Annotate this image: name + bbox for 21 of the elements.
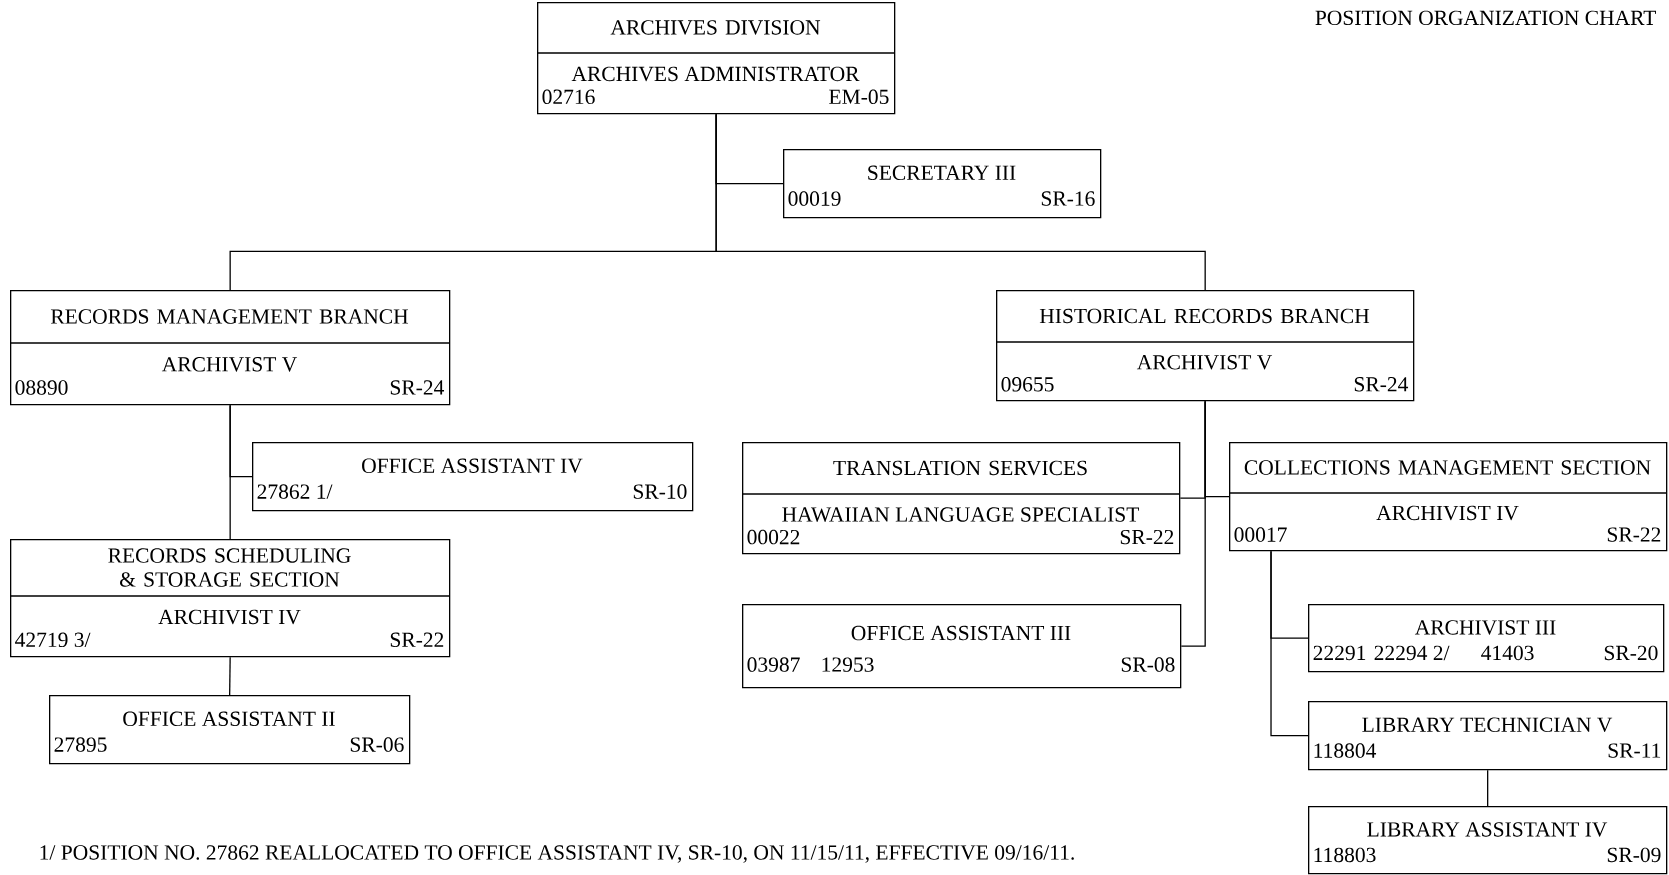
connector-line xyxy=(1270,550,1309,737)
position-box: LIBRARY ASSISTANT IV 118803 SR-09 xyxy=(1308,806,1668,875)
connector-line xyxy=(229,656,231,696)
position-box: HISTORICAL RECORDS BRANCH ARCHIVIST V 09655 SR-24 xyxy=(995,290,1415,402)
footnote: 1/ POSITION NO. 27862 REALLOCATED TO OFFICE ASSISTANT IV, SR-10, ON 11/15/11, EFFECTIVE 09/16/11. xyxy=(40,845,1074,863)
chart-title: POSITION ORGANIZATION CHART xyxy=(1315,10,1656,26)
position-box: OFFICE ASSISTANT II 27895 SR-06 xyxy=(49,695,411,765)
position-box: RECORDS SCHEDULING & STORAGE SECTION ARCHIVIST IV 42719 3/ SR-22 xyxy=(9,539,451,658)
connector-line xyxy=(229,404,231,540)
position-box: LIBRARY TECHNICIAN V 118804 SR-11 xyxy=(1308,701,1668,771)
position-box: OFFICE ASSISTANT IV 27862 1/ SR-10 xyxy=(252,442,694,512)
position-box: TRANSLATION SERVICES HAWAIIAN LANGUAGE SPECIALIST 00022 SR-22 xyxy=(741,442,1181,555)
connector-line xyxy=(1487,769,1489,807)
position-box: ARCHIVIST III 22291 22294 2/ 41403 SR-20 xyxy=(1308,604,1665,673)
connector-line xyxy=(1180,400,1206,647)
position-box: RECORDS MANAGEMENT BRANCH ARCHIVIST V 08890 SR-24 xyxy=(9,290,451,406)
connector-line xyxy=(715,113,1206,291)
position-box: ARCHIVES DIVISION ARCHIVES ADMINISTRATOR 02716 EM-05 xyxy=(536,2,896,115)
position-box: SECRETARY III 00019 SR-16 xyxy=(783,149,1102,219)
position-box: OFFICE ASSISTANT III 03987 12953 SR-08 xyxy=(742,604,1182,689)
position-box: COLLECTIONS MANAGEMENT SECTION ARCHIVIST IV 00017 SR-22 xyxy=(1228,442,1668,552)
